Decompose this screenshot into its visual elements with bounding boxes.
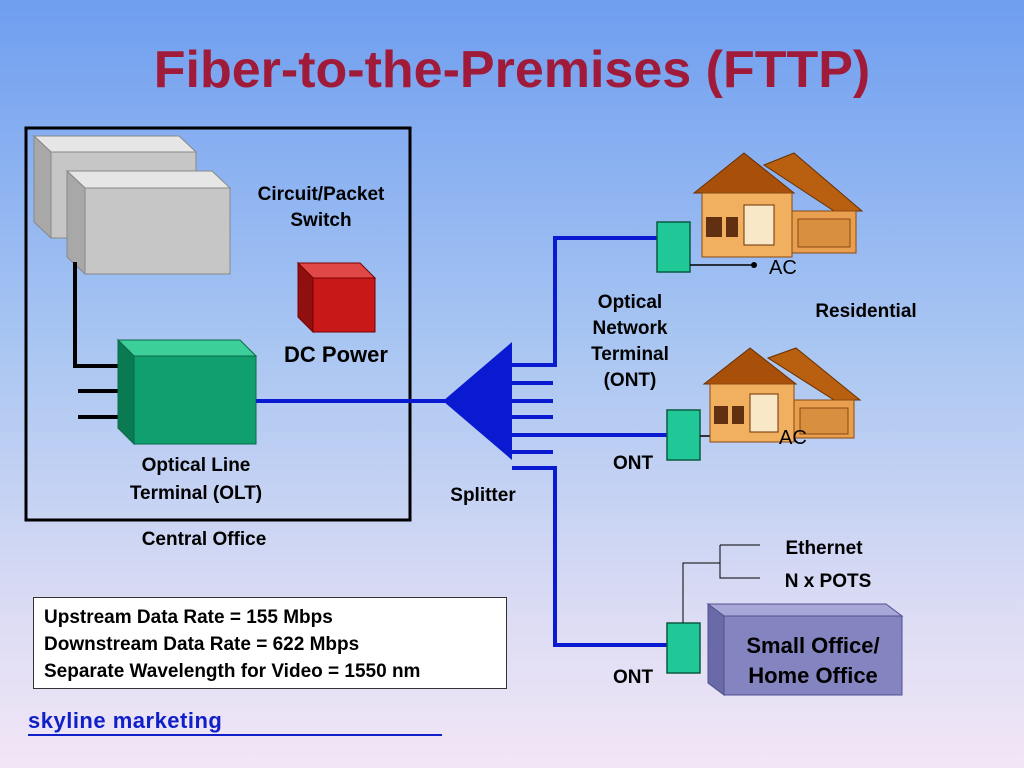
olt-box: [116, 338, 258, 446]
brand-link[interactable]: skyline marketing: [28, 708, 223, 733]
ac-label: AC: [779, 427, 807, 449]
switch-label-line: Switch: [290, 210, 352, 231]
soho-label-line: Home Office: [748, 663, 878, 688]
circuit-packet-switch: [32, 134, 232, 276]
soho-label-line: Small Office/: [746, 633, 880, 658]
info-line: Separate Wavelength for Video = 1550 nm: [44, 661, 421, 682]
ont-residential-2: [666, 409, 701, 461]
fiber-soho: [553, 466, 668, 647]
switch-label: Circuit/Packet Switch: [236, 182, 406, 234]
splitter-label: Splitter: [450, 485, 516, 506]
house-icon: [702, 347, 862, 443]
ont-soho: [666, 622, 701, 674]
ont-residential-1: [656, 221, 691, 273]
olt-label-line: Terminal (OLT): [129, 483, 263, 504]
switch-label-line: Circuit/Packet: [257, 184, 385, 205]
dc-power-label: DC Power: [284, 342, 388, 367]
splitter-icon: [443, 342, 512, 460]
soho-box: [706, 603, 904, 696]
soho-ont-link: [682, 562, 720, 623]
ont-label-line: Network: [592, 318, 668, 339]
splitter-outputs: [512, 363, 668, 470]
olt-label: Optical Line Terminal (OLT): [96, 452, 296, 508]
residential-label: Residential: [815, 301, 917, 322]
data-rate-info-box: Upstream Data Rate = 155 Mbps Downstream…: [33, 597, 507, 689]
ac-label: AC: [769, 257, 797, 279]
pots-link: [719, 545, 760, 579]
info-line: Downstream Data Rate = 622 Mbps: [44, 634, 360, 655]
info-line: Upstream Data Rate = 155 Mbps: [44, 607, 333, 628]
olt-label-line: Optical Line: [141, 455, 251, 476]
ont-label-line: (ONT): [603, 370, 657, 391]
ac-dot: [751, 262, 757, 268]
fiber-residential-1: [553, 236, 658, 367]
brand-underline: [28, 734, 442, 736]
ont-label-line: Optical: [597, 292, 663, 313]
page-title: Fiber-to-the-Premises (FTTP): [153, 41, 871, 99]
pots-label: N x POTS: [784, 571, 872, 592]
ethernet-label: Ethernet: [785, 538, 863, 559]
ont-top-label: Optical Network Terminal (ONT): [568, 290, 692, 394]
ont-bottom-label: ONT: [612, 667, 654, 688]
ont-mid-label: ONT: [612, 453, 654, 474]
soho-label: Small Office/ Home Office: [724, 631, 902, 691]
ont-label-line: Terminal: [591, 344, 669, 365]
dc-power-cube: [296, 261, 377, 334]
central-office-box: [24, 126, 412, 522]
central-office-label: Central Office: [141, 529, 267, 550]
house-icon: [692, 152, 864, 258]
switch-olt-link: [73, 262, 118, 368]
